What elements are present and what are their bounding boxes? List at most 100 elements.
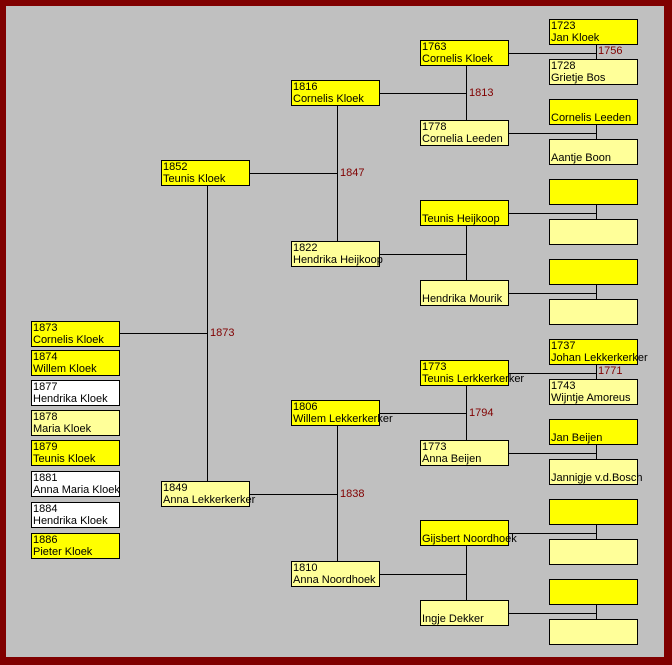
- marriage-year: 1847: [340, 167, 365, 179]
- person-box[interactable]: Aantje Boon: [549, 139, 638, 165]
- person-box[interactable]: Gijsbert Noordhoek: [420, 520, 517, 546]
- birth-year: [551, 260, 637, 272]
- connector-line: [596, 605, 597, 619]
- person-box[interactable]: Jan Beijen: [549, 419, 638, 445]
- person-box[interactable]: Cornelis Leeden: [549, 99, 638, 125]
- person-name: Johan Lekkerkerker: [551, 352, 648, 364]
- person-name: Anna Maria Kloek: [33, 484, 120, 496]
- birth-year: [551, 100, 637, 112]
- person-box[interactable]: [549, 579, 638, 605]
- person-name: Jan Beijen: [551, 432, 603, 444]
- connector-line: [509, 373, 596, 374]
- marriage-year: 1813: [469, 87, 494, 99]
- birth-year: 1773: [422, 361, 447, 373]
- person-name: Hendrika Heijkoop: [293, 254, 383, 266]
- connector-line: [509, 293, 596, 294]
- connector-line: [380, 254, 466, 255]
- connector-line: [596, 445, 597, 459]
- birth-year: 1778: [422, 121, 447, 133]
- person-name: Aantje Boon: [551, 152, 611, 164]
- person-box[interactable]: [549, 299, 638, 325]
- person-box[interactable]: [549, 219, 638, 245]
- person-box[interactable]: [549, 499, 638, 525]
- person-name: Teunis Kloek: [33, 453, 96, 465]
- birth-year: 1873: [33, 322, 58, 334]
- birth-year: 1877: [33, 381, 58, 393]
- birth-year: 1849: [163, 482, 188, 494]
- birth-year: 1810: [293, 562, 318, 574]
- birth-year: [551, 180, 637, 192]
- birth-year: [551, 620, 637, 632]
- connector-line: [509, 613, 596, 614]
- connector-line: [596, 125, 597, 139]
- person-box[interactable]: [549, 259, 638, 285]
- person-name: Anna Beijen: [422, 453, 482, 465]
- connector-line: [466, 226, 467, 280]
- person-box[interactable]: Hendrika Mourik: [420, 280, 509, 306]
- marriage-year: 1838: [340, 488, 365, 500]
- connector-line: [466, 66, 467, 120]
- person-name: Ingje Dekker: [422, 613, 484, 625]
- birth-year: 1874: [33, 351, 58, 363]
- person-box[interactable]: [549, 179, 638, 205]
- connector-line: [509, 533, 596, 534]
- connector-line: [337, 426, 338, 561]
- birth-year: [551, 420, 637, 432]
- person-name: Teunis Kloek: [163, 173, 226, 185]
- birth-year: [551, 140, 637, 152]
- person-name: Hendrika Mourik: [422, 293, 503, 305]
- connector-line: [596, 365, 597, 379]
- connector-line: [250, 173, 337, 174]
- birth-year: 1806: [293, 401, 318, 413]
- connector-line: [509, 53, 596, 54]
- birth-year: 1763: [422, 41, 447, 53]
- person-name: Teunis Heijkoop: [422, 213, 500, 225]
- person-name: Cornelis Kloek: [422, 53, 493, 65]
- birth-year: 1878: [33, 411, 58, 423]
- marriage-year: 1873: [210, 327, 235, 339]
- person-box[interactable]: [549, 619, 638, 645]
- connector-line: [596, 45, 597, 59]
- person-name: [551, 312, 637, 324]
- person-box[interactable]: Teunis Heijkoop: [420, 200, 509, 226]
- person-name: Anna Noordhoek: [293, 574, 376, 586]
- person-name: Cornelia Leeden: [422, 133, 503, 145]
- connector-line: [120, 333, 207, 334]
- birth-year: [551, 300, 637, 312]
- person-box[interactable]: Jannigje v.d.Bosch: [549, 459, 643, 485]
- connector-line: [207, 186, 208, 481]
- person-box[interactable]: [549, 539, 638, 565]
- connector-line: [250, 494, 337, 495]
- person-name: [551, 192, 637, 204]
- connector-line: [596, 285, 597, 299]
- connector-line: [337, 106, 338, 241]
- person-name: Grietje Bos: [551, 72, 606, 84]
- person-name: Cornelis Leeden: [551, 112, 632, 124]
- connector-line: [509, 453, 596, 454]
- person-box[interactable]: Ingje Dekker: [420, 600, 509, 626]
- person-name: Pieter Kloek: [33, 546, 93, 558]
